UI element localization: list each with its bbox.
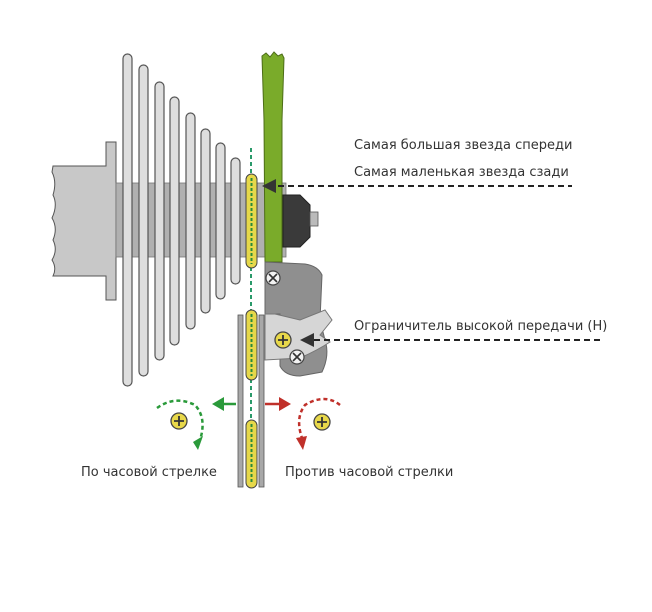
label-largest-front: Самая большая звезда спереди	[354, 138, 572, 153]
axle-nut	[282, 194, 311, 248]
cog-5	[185, 112, 196, 330]
counterclockwise-rotation-icon	[296, 397, 341, 450]
clockwise-rotation-icon	[156, 399, 204, 450]
cage-plate-right	[258, 314, 265, 488]
axle-nut-tip	[309, 211, 319, 227]
arrow-left-head	[212, 397, 224, 411]
h-limit-screw	[274, 331, 292, 349]
cog-1	[122, 53, 133, 387]
cog-8	[230, 157, 241, 285]
cog-2	[138, 64, 149, 377]
cog-3	[154, 81, 165, 361]
pointer-arrowhead-h	[300, 333, 314, 347]
cog-4	[169, 96, 180, 346]
frame-plate	[261, 51, 285, 263]
label-clockwise: По часовой стрелке	[81, 465, 217, 480]
mount-screw	[265, 270, 281, 286]
label-high-limit: Ограничитель высокой передачи (H)	[354, 319, 607, 334]
cog-7	[215, 142, 226, 300]
hub-body	[51, 141, 117, 301]
cage-plate-left	[237, 314, 244, 488]
l-limit-screw	[289, 349, 305, 365]
arrow-right-head	[279, 397, 291, 411]
label-counterclockwise: Против часовой стрелки	[285, 465, 453, 480]
label-smallest-rear: Самая маленькая звезда сзади	[354, 165, 569, 180]
cog-6	[200, 128, 211, 314]
pointer-arrowhead-top	[262, 179, 276, 193]
cassette-cogs	[122, 53, 241, 387]
